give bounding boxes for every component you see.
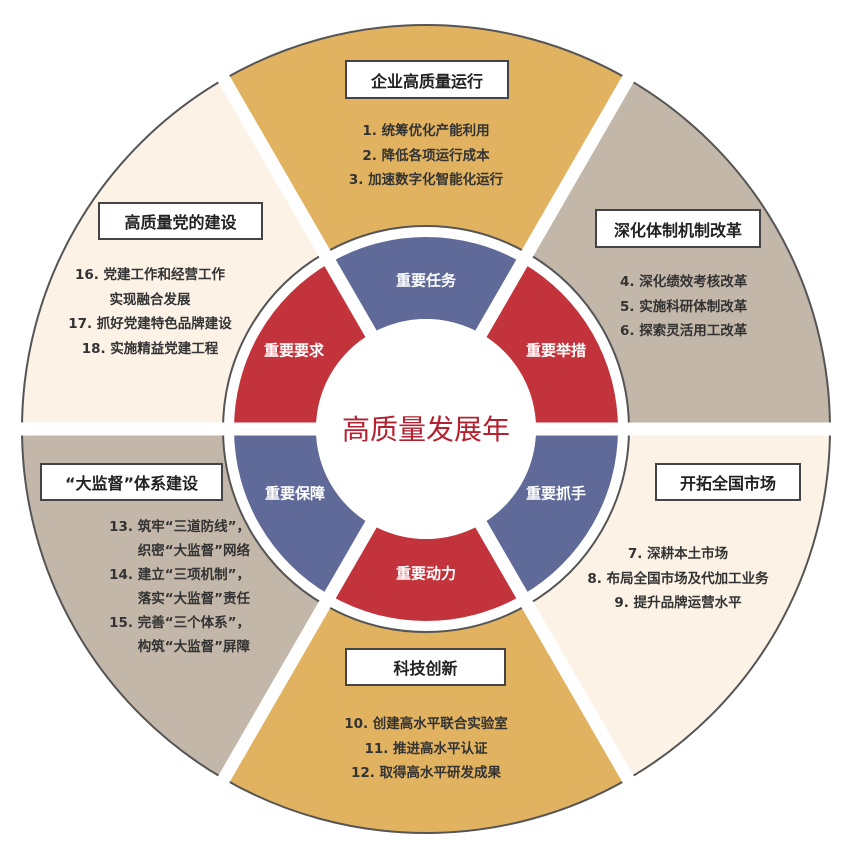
list-item: 16. 党建工作和经营工作 — [74, 267, 226, 283]
segment-items-reform: 4. 深化绩效考核改革 5. 实施科研体制改革 6. 探索灵活用工改革 — [620, 270, 747, 344]
outer-segment-reform — [526, 77, 832, 430]
list-item: 14. 建立“三项机制”， — [109, 567, 250, 583]
list-item: 3. 加速数字化智能化运行 — [348, 172, 504, 188]
segment-title-party: 高质量党的建设 — [98, 202, 263, 240]
list-item: 6. 探索灵活用工改革 — [620, 323, 748, 339]
list-item: 落实“大监督”责任 — [137, 591, 250, 607]
ring-label-guarantees: 重要保障 — [264, 484, 326, 503]
segment-title-supervision: “大监督”体系建设 — [40, 463, 223, 501]
ring-segment-guarantees — [234, 429, 371, 596]
list-item: 构筑“大监督”屏障 — [137, 639, 250, 655]
list-item: 2. 降低各项运行成本 — [362, 147, 490, 164]
ring-label-tasks: 重要任务 — [395, 271, 457, 290]
ring-label-measures: 重要举措 — [525, 341, 587, 360]
list-item: 18. 实施精益党建工程 — [81, 340, 219, 357]
list-item: 织密“大监督”网络 — [137, 543, 250, 559]
list-item: 1. 统筹优化产能利用 — [362, 123, 490, 139]
ring-label-drivers: 重要动力 — [395, 564, 457, 583]
outer-segment-operations — [222, 24, 630, 255]
list-item: 13. 筑牢“三道防线”， — [109, 519, 250, 535]
outer-segment-party — [20, 77, 326, 430]
list-item: 17. 抓好党建特色品牌建设 — [68, 316, 232, 332]
list-item: 8. 布局全国市场及代加工业务 — [587, 570, 769, 587]
outer-segment-supervision — [20, 428, 326, 781]
segment-items-market: 7. 深耕本土市场 8. 布局全国市场及代加工业务 9. 提升品牌运营水平 — [548, 542, 808, 616]
list-item: 5. 实施科研体制改革 — [620, 298, 748, 315]
segment-title-innovation: 科技创新 — [345, 648, 506, 686]
ring-segment-drivers — [330, 524, 522, 621]
list-item: 11. 推进高水平认证 — [364, 740, 488, 757]
segment-title-market: 开拓全国市场 — [655, 463, 801, 501]
list-item: 实现融合发展 — [109, 291, 191, 308]
center-title: 高质量发展年 — [341, 413, 511, 446]
segment-title-reform: 深化体制机制改革 — [595, 209, 761, 248]
center-circle — [316, 319, 536, 539]
ring-label-requirements: 重要要求 — [263, 341, 325, 360]
ring-segment-levers — [481, 429, 618, 596]
ring-segment-requirements — [234, 262, 371, 429]
list-item: 10. 创建高水平联合实验室 — [344, 716, 508, 732]
ring-label-levers: 重要抓手 — [525, 484, 587, 503]
list-item: 12. 取得高水平研发成果 — [350, 765, 502, 781]
segment-divider — [470, 512, 642, 796]
segment-divider — [470, 62, 642, 346]
list-item: 9. 提升品牌运营水平 — [614, 595, 742, 611]
segment-items-supervision: 13. 筑牢“三道防线”， 织密“大监督”网络 14. 建立“三项机制”， 落实… — [40, 515, 250, 659]
outer-segment-market — [526, 428, 832, 781]
list-item: 15. 完善“三个体系”， — [109, 615, 250, 631]
segment-divider — [210, 62, 382, 346]
segment-items-operations: 1. 统筹优化产能利用 2. 降低各项运行成本 3. 加速数字化智能化运行 — [276, 119, 576, 193]
segment-divider — [210, 512, 382, 796]
list-item: 4. 深化绩效考核改革 — [620, 274, 748, 290]
ring-segment-measures — [481, 262, 618, 429]
list-item: 7. 深耕本土市场 — [627, 546, 729, 562]
ring-segment-tasks — [330, 236, 522, 334]
segment-title-operations: 企业高质量运行 — [345, 60, 509, 99]
segment-items-innovation: 10. 创建高水平联合实验室 11. 推进高水平认证 12. 取得高水平研发成果 — [276, 712, 576, 786]
segment-items-party: 16. 党建工作和经营工作 实现融合发展 17. 抓好党建特色品牌建设 18. … — [30, 263, 270, 361]
outer-segment-innovation — [222, 603, 630, 834]
